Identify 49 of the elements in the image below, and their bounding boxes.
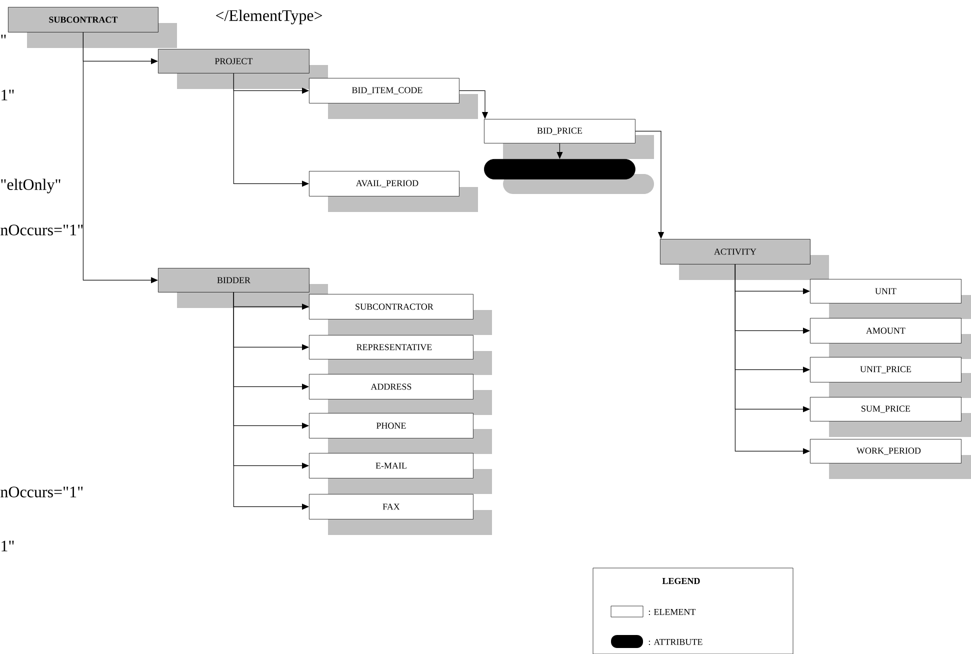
- code-text: </ElementType>: [216, 10, 322, 24]
- legend-label: : ATTRIBUTE: [648, 638, 702, 646]
- node-label: ACTIVITY: [714, 248, 756, 255]
- element-box: REPRESENTATIVE: [309, 335, 492, 375]
- code-text: 1": [2, 540, 14, 552]
- element-box: BID_PRICE: [484, 119, 654, 159]
- code-text: ": [1, 34, 6, 39]
- element-box: PHONE: [309, 413, 492, 454]
- element-box: BIDDER: [158, 268, 328, 308]
- element-box: SUBCONTRACT: [8, 7, 177, 48]
- node-label: ADDRESS: [370, 384, 412, 390]
- code-text: 1": [2, 90, 14, 100]
- node-label: REPRESENTATIVE: [356, 344, 432, 350]
- node-label: SUBCONTRACTOR: [356, 304, 434, 310]
- arrow: [82, 32, 158, 284]
- element-box: UNIT_PRICE: [810, 357, 971, 398]
- node-label: WORK_PERIOD: [856, 448, 921, 455]
- node-label: UNIT_PRICE: [860, 366, 912, 374]
- element-box: UNIT: [810, 279, 971, 319]
- element-box: AMOUNT: [810, 318, 971, 359]
- element-box: E-MAIL: [309, 453, 492, 494]
- node-label: SUBCONTRACT: [49, 16, 118, 23]
- legend-label: : ELEMENT: [648, 609, 696, 616]
- node-label: PHONE: [376, 422, 406, 429]
- element-box: WORK_PERIOD: [810, 439, 971, 479]
- arrow: [233, 73, 309, 187]
- arrow: [459, 90, 488, 119]
- element-box: BID_ITEM_CODE: [309, 78, 478, 119]
- node-label: UNIT: [875, 288, 896, 294]
- arrow: [635, 130, 664, 239]
- element-box: AVAIL_PERIOD: [309, 171, 478, 212]
- element-box: PROJECT: [158, 49, 328, 89]
- node-label: BIDDER: [217, 277, 250, 284]
- code-text: "eltOnly": [1, 178, 60, 194]
- element-box: SUBCONTRACTOR: [309, 294, 492, 335]
- attribute-capsule: [484, 159, 654, 194]
- node-label: AMOUNT: [866, 328, 906, 334]
- arrow: [233, 292, 309, 510]
- element-box: SUM_PRICE: [810, 397, 971, 437]
- element-box: ADDRESS: [309, 374, 492, 415]
- element-box: ACTIVITY: [660, 239, 829, 280]
- legend-title: LEGEND: [662, 578, 700, 584]
- arrow: [734, 264, 810, 454]
- code-text: nOccurs="1": [0, 224, 83, 236]
- arrow: [556, 143, 563, 159]
- node-label: PROJECT: [214, 58, 253, 64]
- element-box: FAX: [309, 494, 492, 535]
- node-label: BID_PRICE: [537, 128, 582, 135]
- code-text: nOccurs="1": [0, 486, 83, 498]
